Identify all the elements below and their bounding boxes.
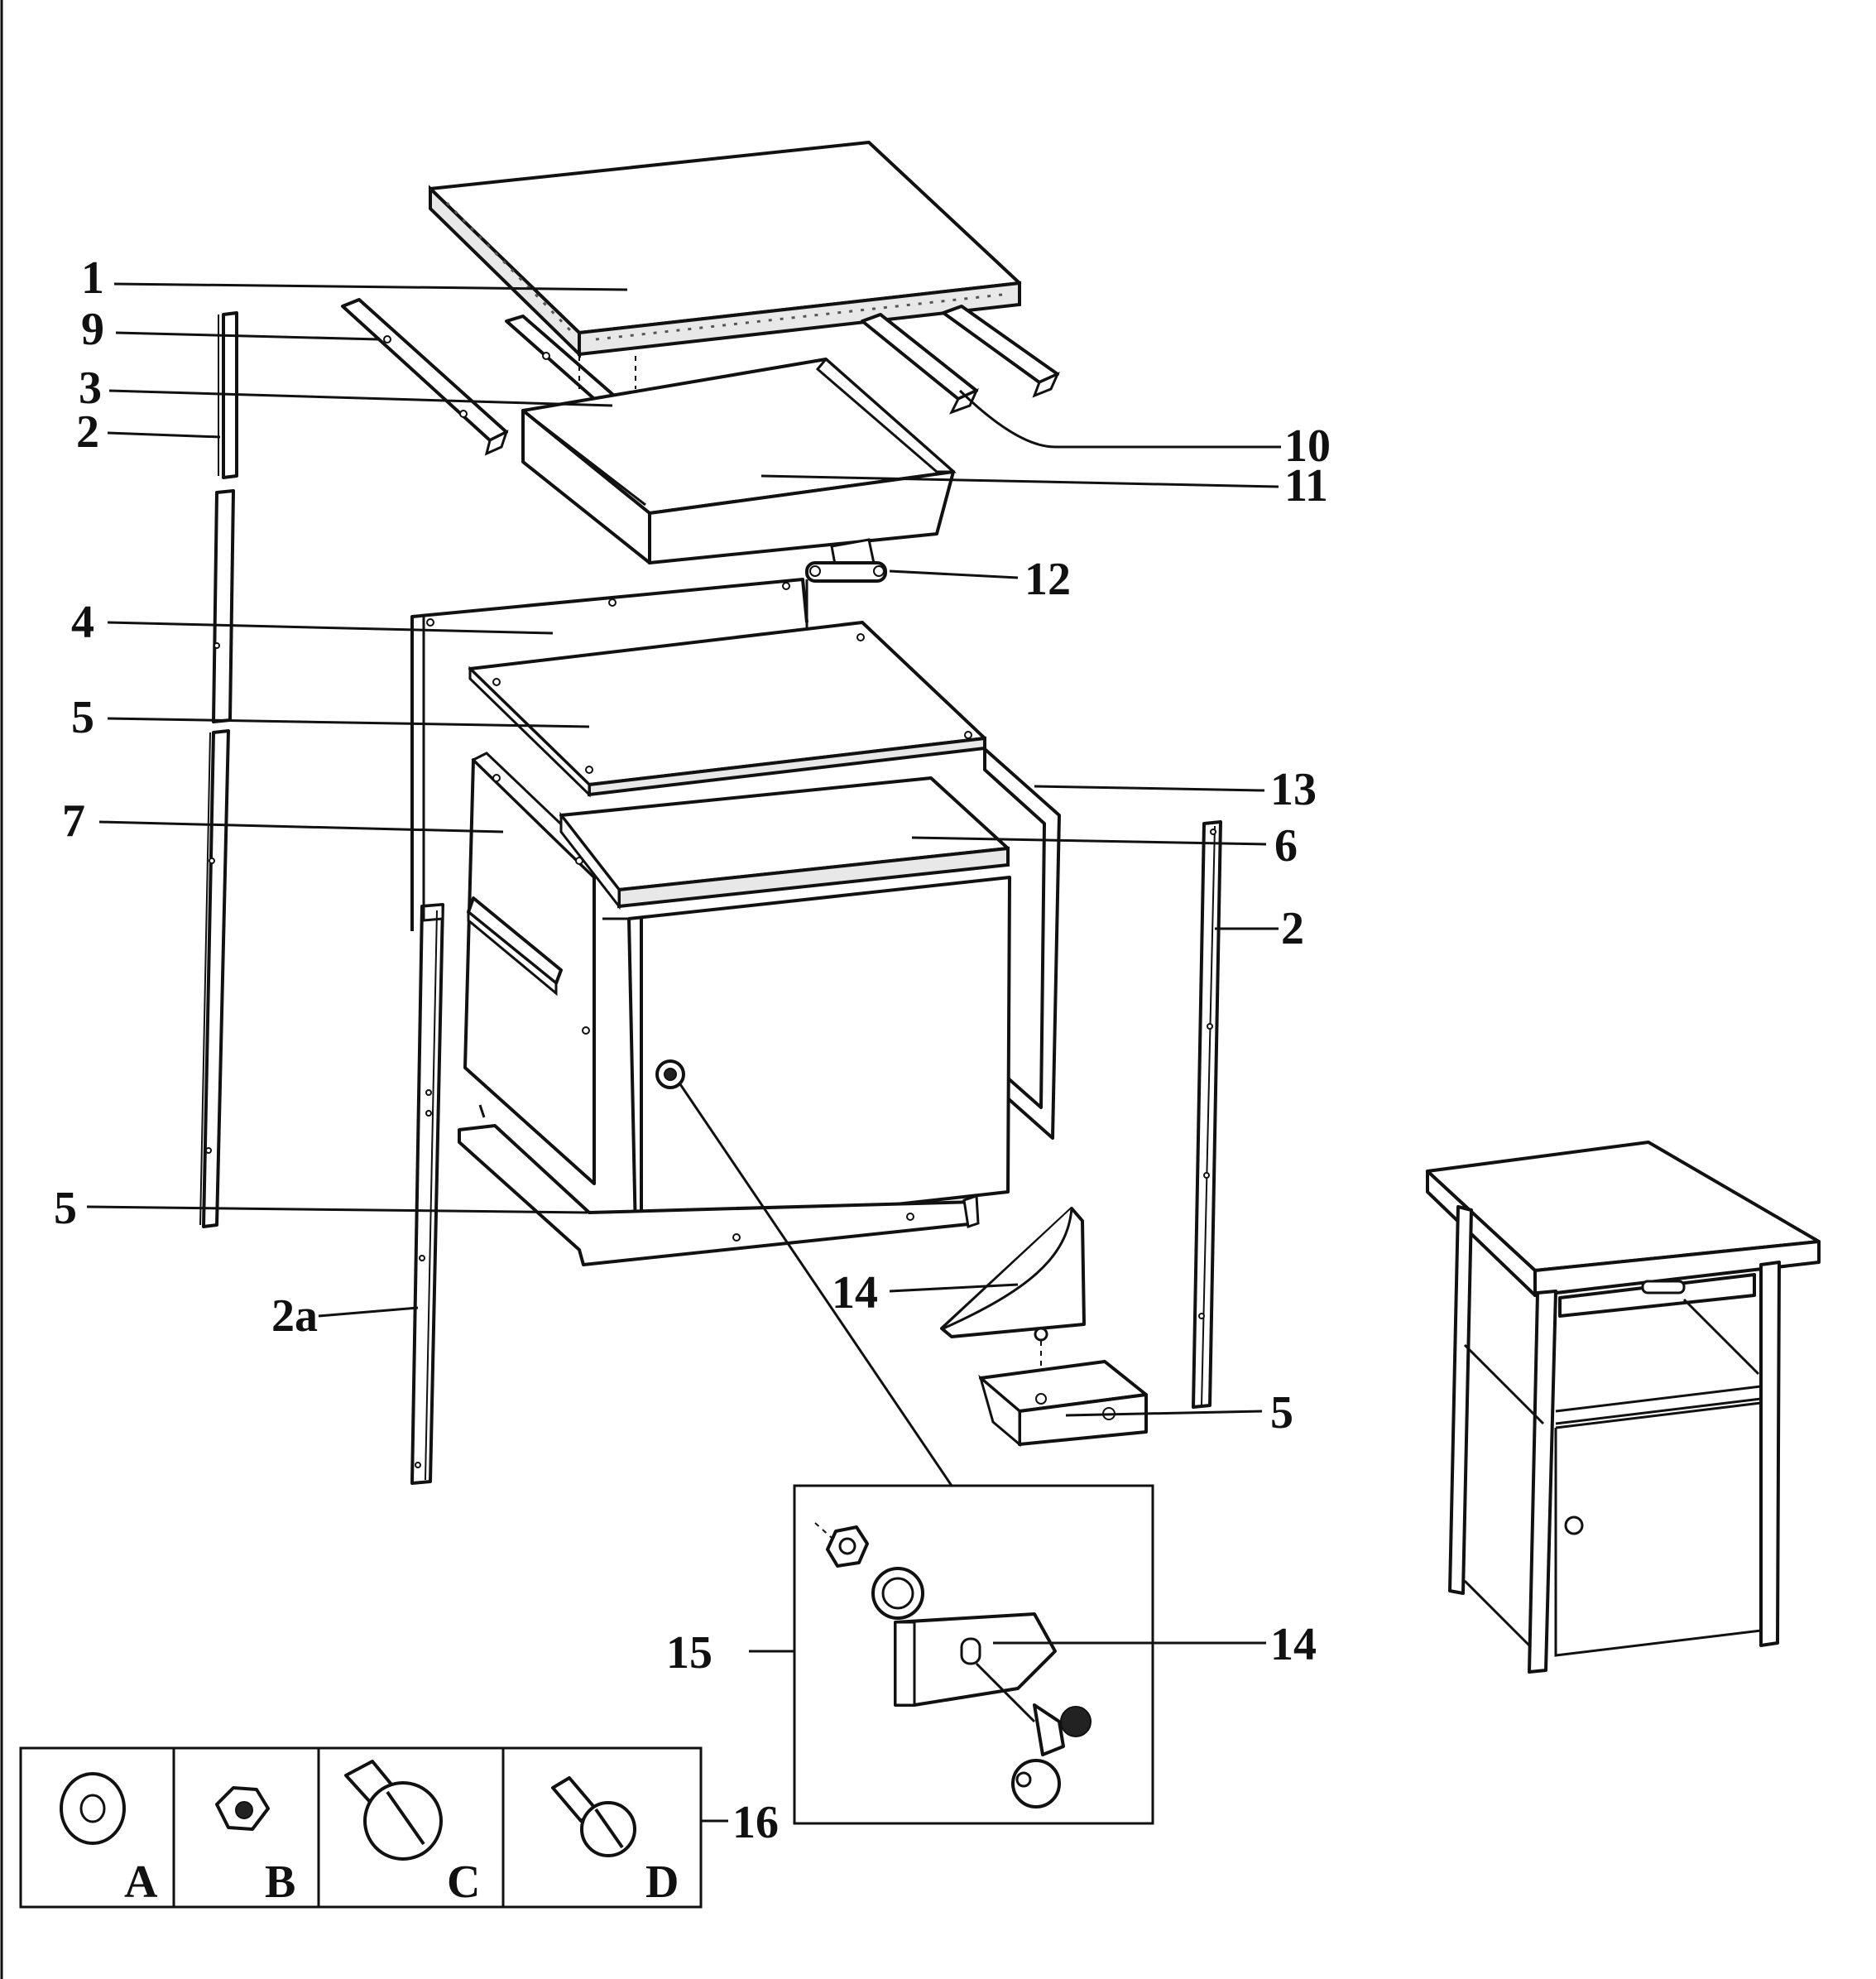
callout-labels: 1 9 3 2 10 11 12 4 5 13 7 6 2 5 14 2a 5 … <box>54 252 1331 1848</box>
callout-2-left: 2 <box>76 406 99 458</box>
callout-11: 11 <box>1284 460 1328 512</box>
callout-5-foot: 5 <box>1270 1387 1293 1439</box>
hardware-label-c: C <box>447 1857 480 1908</box>
hardware-letters: A B C D <box>124 1857 679 1908</box>
callout-5-bottom: 5 <box>54 1183 77 1234</box>
callout-6: 6 <box>1274 820 1298 872</box>
callout-2a: 2a <box>271 1290 318 1342</box>
washer-icon <box>60 1772 126 1845</box>
part-12-handle <box>805 538 887 583</box>
part-11-drawer <box>521 357 957 564</box>
part-14-corner-bracket <box>940 1207 1086 1399</box>
assembled-stand-thumbnail <box>1426 1141 1821 1674</box>
part-2-leg-right <box>1192 820 1222 1409</box>
hardware-label-d: D <box>645 1857 679 1908</box>
part-2a-leg-front <box>410 903 444 1485</box>
hardware-legend-box <box>19 1746 703 1909</box>
callout-14-detail: 14 <box>1270 1619 1317 1670</box>
part-5-top-shelf <box>468 621 986 798</box>
callout-14-bracket: 14 <box>832 1267 878 1319</box>
callout-16: 16 <box>732 1797 779 1848</box>
hardware-label-b: B <box>265 1857 295 1908</box>
door-panel <box>602 876 1011 1235</box>
callout-9: 9 <box>81 304 104 355</box>
callout-15: 15 <box>666 1627 712 1679</box>
callout-12: 12 <box>1024 554 1071 605</box>
part-5-bottom-shelf <box>458 1104 980 1266</box>
callout-13: 13 <box>1270 764 1317 815</box>
callout-10: 10 <box>1284 420 1331 472</box>
part-5-foot-bracket <box>978 1360 1148 1448</box>
part-9-rail <box>341 298 509 456</box>
callout-4: 4 <box>71 597 94 648</box>
callout-3: 3 <box>79 363 102 414</box>
bolt-small-icon <box>551 1776 636 1857</box>
callout-7: 7 <box>62 795 85 847</box>
callout-2-right: 2 <box>1281 903 1304 954</box>
callout-1: 1 <box>81 252 104 304</box>
part-1-table-top <box>429 141 1021 358</box>
part-6-middle-shelf <box>559 776 1010 910</box>
callout-5-top: 5 <box>71 692 94 743</box>
bolt-large-icon <box>344 1760 443 1861</box>
part-7-side-panel <box>463 752 611 1185</box>
detail-box-lock <box>679 1083 1154 1825</box>
nut-icon <box>215 1786 270 1831</box>
part-10-rails <box>861 305 1060 415</box>
hardware-label-a: A <box>124 1857 158 1908</box>
leader-lines <box>86 282 1281 1823</box>
part-2-leg-left <box>199 311 238 1228</box>
